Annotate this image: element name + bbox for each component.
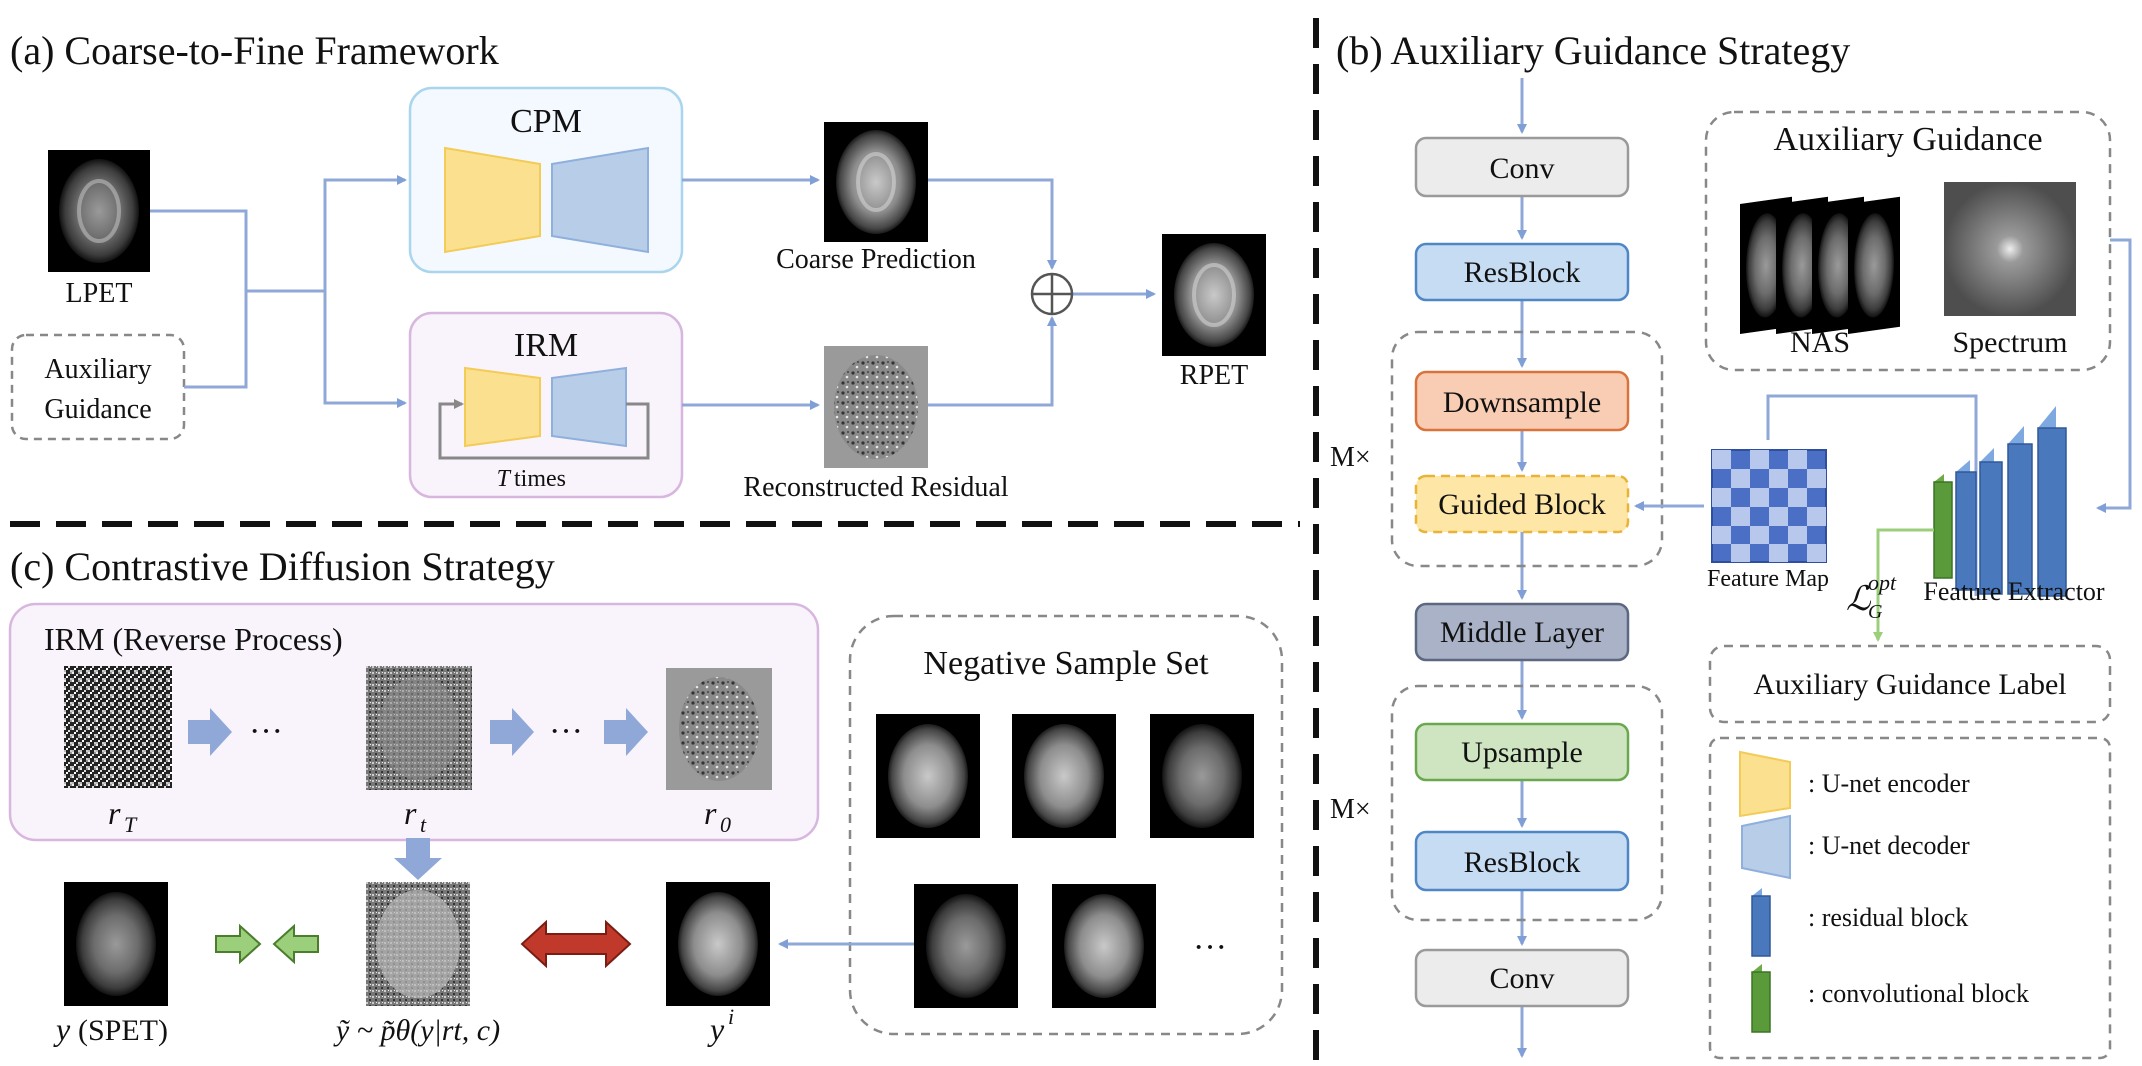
- reconstructed-residual-label: Reconstructed Residual: [743, 472, 1008, 503]
- upsample-label: Upsample: [1461, 736, 1583, 769]
- noisy-image-rt: [366, 666, 472, 790]
- t-symbol: T: [497, 466, 512, 492]
- irm-loop-arrow: [438, 399, 650, 460]
- nas-image-stack: [1740, 196, 1900, 334]
- m-times-encoder: M×: [1330, 442, 1371, 473]
- guided-block-label: Guided Block: [1438, 488, 1605, 521]
- sum-operator-icon: [1030, 272, 1074, 316]
- rt-sub: t: [420, 812, 427, 837]
- spet-label: (SPET): [78, 1014, 168, 1047]
- irm-encoder-shape: [464, 366, 541, 448]
- aux-guidance-line2: Guidance: [44, 394, 151, 425]
- rpet-label: RPET: [1180, 360, 1248, 391]
- spectrum-label: Spectrum: [1953, 326, 2068, 359]
- module-output-arrows: [682, 175, 1156, 410]
- legend-residual-text: : residual block: [1808, 903, 1968, 932]
- rT-sub: T: [124, 812, 138, 837]
- predicted-image: [366, 882, 470, 1006]
- conv-bottom-label: Conv: [1489, 962, 1554, 995]
- repel-arrow: [520, 919, 632, 969]
- irm-label: IRM: [514, 327, 578, 364]
- negative-samples: [876, 714, 1254, 1008]
- negative-sample-image-yi: [666, 882, 770, 1006]
- coarse-prediction-image: [824, 122, 928, 242]
- legend-encoder-icon: [1739, 750, 1791, 818]
- irm-decoder-shape: [551, 366, 627, 448]
- yi-sup: i: [728, 1004, 734, 1029]
- resblock-top-block: [1414, 242, 1630, 302]
- legend-encoder-text: : U-net encoder: [1808, 769, 1970, 798]
- y-symbol: y: [53, 1011, 71, 1047]
- legend-conv-icon: [1751, 964, 1771, 1033]
- negative-sample-box: [848, 614, 1284, 1036]
- legend-decoder-text: : U-net decoder: [1808, 831, 1970, 860]
- feature-extractor-stack: [1933, 406, 2067, 597]
- negative-sample-title: Negative Sample Set: [923, 645, 1209, 682]
- lpet-image: [48, 150, 150, 272]
- loss-arrow: [1873, 528, 1934, 642]
- negative-dots: ···: [1193, 929, 1227, 966]
- loss-symbol: ℒ: [1846, 581, 1872, 618]
- feature-map-label: Feature Map: [1707, 566, 1829, 592]
- panel-b-title: (b) Auxiliary Guidance Strategy: [1336, 28, 1850, 73]
- panel-a-title: (a) Coarse-to-Fine Framework: [10, 28, 499, 73]
- resblock-top-label: ResBlock: [1464, 256, 1581, 289]
- rt-symbol: r: [404, 795, 417, 831]
- irm-reverse-label: IRM (Reverse Process): [44, 621, 343, 657]
- dots-1: ···: [249, 713, 283, 750]
- legend-box: [1708, 736, 2112, 1060]
- attract-arrows: [215, 923, 319, 965]
- ytilde-expression: ỹ ~ p̃θ(y|rt, c): [333, 1014, 500, 1047]
- legend-conv-text: : convolutional block: [1808, 979, 2029, 1008]
- reconstructed-residual-image: [824, 346, 928, 468]
- resblock-bottom-label: ResBlock: [1464, 846, 1581, 879]
- guided-block: [1414, 474, 1630, 534]
- rpet-image: [1162, 234, 1266, 356]
- cpm-encoder-shape: [444, 146, 541, 254]
- yi-symbol: y: [707, 1011, 725, 1047]
- panel-c-title: (c) Contrastive Diffusion Strategy: [10, 544, 555, 589]
- middle-layer-block: [1414, 602, 1630, 662]
- residual-image-r0: [666, 668, 772, 790]
- m-times-decoder: M×: [1330, 794, 1371, 825]
- loss-subscript: G: [1868, 601, 1883, 623]
- loss-superscript: opt: [1868, 570, 1897, 595]
- reverse-process-arrows: [188, 708, 648, 880]
- feature-map-grid: [1711, 449, 1827, 563]
- input-connectors: [150, 175, 407, 408]
- aux-guidance-line1: Auxiliary: [44, 354, 151, 385]
- r0-sub: 0: [720, 812, 731, 837]
- feature-extractor-label: Feature Extractor: [1923, 577, 2105, 606]
- aux-guidance-label-text: Auxiliary Guidance Label: [1753, 668, 2066, 701]
- legend-decoder-icon: [1741, 814, 1791, 880]
- conv-top-label: Conv: [1489, 152, 1554, 185]
- spet-image: [64, 882, 168, 1006]
- aux-guidance-title: Auxiliary Guidance: [1773, 121, 2042, 158]
- rT-symbol: r: [108, 795, 121, 831]
- downsample-label: Downsample: [1443, 386, 1601, 419]
- cpm-decoder-shape: [551, 146, 649, 254]
- nas-label: NAS: [1790, 326, 1850, 359]
- t-times-label: times: [514, 466, 566, 492]
- upsample-block: [1414, 722, 1630, 782]
- dots-2: ···: [549, 713, 583, 750]
- lpet-label: LPET: [66, 278, 133, 309]
- conv-bottom-block: [1414, 948, 1630, 1008]
- cpm-label: CPM: [510, 103, 582, 140]
- legend-residual-icon: [1751, 888, 1771, 957]
- resblock-bottom-block: [1414, 830, 1630, 892]
- coarse-prediction-label: Coarse Prediction: [776, 244, 976, 275]
- conv-top-block: [1414, 136, 1630, 198]
- r0-symbol: r: [704, 795, 717, 831]
- middle-layer-label: Middle Layer: [1440, 616, 1604, 649]
- aux-guidance-label-box: [1708, 644, 2112, 724]
- noise-image-rT: [64, 666, 172, 788]
- downsample-block: [1414, 370, 1630, 432]
- spectrum-image: [1944, 182, 2076, 316]
